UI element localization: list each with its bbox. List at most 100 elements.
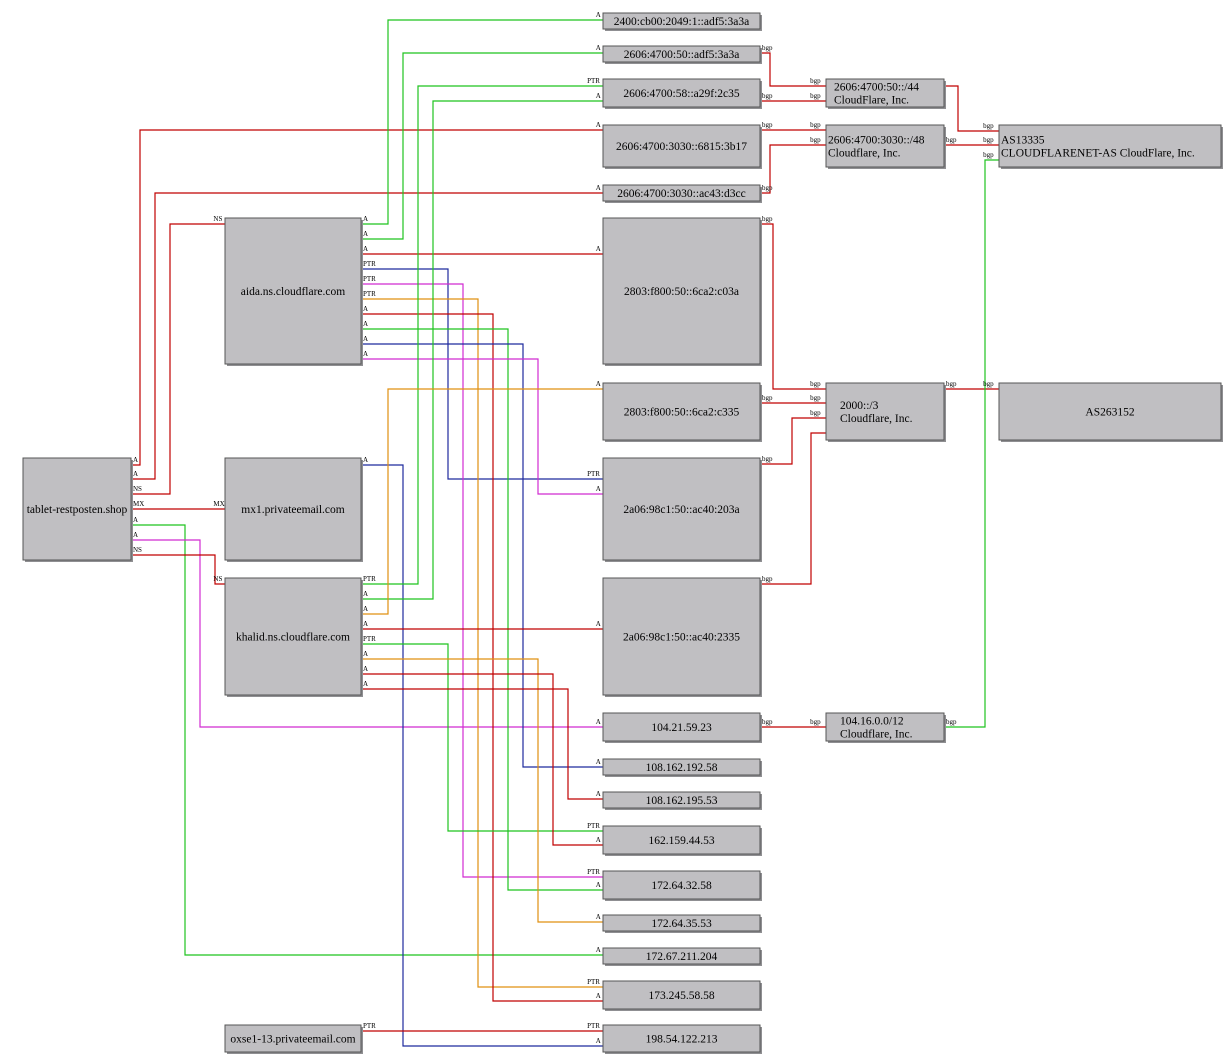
node-ip4-198[interactable]: 198.54.122.213 <box>602 1024 762 1054</box>
edge-label-end-25: A <box>596 790 601 798</box>
edge-label-start-35: bgp <box>762 718 773 726</box>
node-label: 2a06:98c1:50::ac40:2335 <box>623 632 740 644</box>
edge-label-start-8: A <box>363 230 368 238</box>
edge-label-end-27: bgp <box>810 77 821 85</box>
edge-7 <box>361 19 603 225</box>
node-ip6-2606-6815[interactable]: 2606:4700:3030::6815:3b17 <box>602 124 762 169</box>
node-label: 108.162.192.58 <box>646 762 718 774</box>
edge-label-start-4: A <box>133 516 138 524</box>
edge-label-end-37: bgp <box>983 136 994 144</box>
node-label: CLOUDFLARENET-AS CloudFlare, Inc. <box>1001 148 1195 160</box>
edge-label-start-37: bgp <box>946 136 957 144</box>
node-aida[interactable]: aida.ns.cloudflare.com <box>224 217 363 366</box>
node-ip6-2606-a29f[interactable]: 2606:4700:58::a29f:2c35 <box>602 78 762 109</box>
edge-label-end-19: A <box>596 92 601 100</box>
edge-25 <box>361 688 603 800</box>
node-ip4-173[interactable]: 173.245.58.58 <box>602 980 762 1011</box>
edge-label-start-16: A <box>363 350 368 358</box>
edge-label-end-31: bgp <box>810 380 821 388</box>
node-ip4-108-195[interactable]: 108.162.195.53 <box>602 791 762 810</box>
node-ip6-2606-adf5[interactable]: 2606:4700:50::adf5:3a3a <box>602 45 762 64</box>
node-ip4-108-192[interactable]: 108.162.192.58 <box>602 758 762 777</box>
edge-label-end-2: NS <box>213 215 222 223</box>
edge-label-start-3: MX <box>133 500 144 508</box>
node-label: AS263152 <box>1085 407 1134 419</box>
edge-24 <box>361 673 603 846</box>
node-label: Cloudflare, Inc. <box>828 148 901 160</box>
node-label: 2803:f800:50::6ca2:c03a <box>624 286 739 298</box>
edge-label-end-28: bgp <box>810 92 821 100</box>
node-ip6-2400[interactable]: 2400:cb00:2049:1::adf5:3a3a <box>602 12 762 31</box>
edge-34 <box>760 432 826 585</box>
edge-label-start-5: A <box>133 531 138 539</box>
node-ip4-172-35[interactable]: 172.64.35.53 <box>602 914 762 933</box>
node-label: 2606:4700:58::a29f:2c35 <box>623 88 740 100</box>
edge-label-start-11: PTR <box>363 275 376 283</box>
node-mx1[interactable]: mx1.privateemail.com <box>224 457 363 562</box>
node-ip6-2803-c335[interactable]: 2803:f800:50::6ca2:c335 <box>602 382 762 442</box>
edge-label-end-38: bgp <box>983 380 994 388</box>
edge-label-end-12: PTR <box>587 978 600 986</box>
edge-11 <box>361 283 603 878</box>
edge-label-start-25: A <box>363 680 368 688</box>
edge-label-start-27: bgp <box>762 44 773 52</box>
edge-label-end-10: PTR <box>587 470 600 478</box>
edge-23 <box>361 658 603 923</box>
edge-label-start-29: bgp <box>762 121 773 129</box>
edge-label-end-17: A <box>596 1037 601 1045</box>
edge-label-end-35: bgp <box>810 718 821 726</box>
edge-label-start-21: A <box>363 620 368 628</box>
edge-label-start-34: bgp <box>762 575 773 583</box>
edge-label-start-15: A <box>363 335 368 343</box>
edge-label-end-0: A <box>596 121 601 129</box>
node-ip6-2606-ac43[interactable]: 2606:4700:3030::ac43:d3cc <box>602 184 762 203</box>
node-label: 2606:4700:3030::6815:3b17 <box>616 141 747 153</box>
edge-31 <box>760 223 826 390</box>
edge-14 <box>361 328 603 891</box>
edge-6 <box>131 554 225 585</box>
node-label: 104.21.59.23 <box>651 722 712 734</box>
node-ip4-172-32[interactable]: 172.64.32.58 <box>602 870 762 901</box>
edge-label-start-19: A <box>363 590 368 598</box>
node-label: 2000::/3 <box>840 400 879 412</box>
node-label: 172.64.35.53 <box>651 918 712 930</box>
node-label: 108.162.195.53 <box>646 795 718 807</box>
edge-8 <box>361 52 603 240</box>
node-ip6-2a06-203a[interactable]: 2a06:98c1:50::ac40:203a <box>602 457 762 562</box>
node-ip4-172-67[interactable]: 172.67.211.204 <box>602 947 762 966</box>
edge-16 <box>361 358 603 495</box>
edge-17 <box>361 464 603 1047</box>
edge-label-end-9: A <box>596 245 601 253</box>
edge-10 <box>361 268 603 480</box>
edge-label-end-36: bgp <box>983 122 994 130</box>
edge-12 <box>361 298 603 988</box>
node-ip4-162[interactable]: 162.159.44.53 <box>602 825 762 856</box>
edge-2 <box>131 223 225 495</box>
edge-label-end-29: bgp <box>810 121 821 129</box>
edge-label-end-3: MX <box>213 500 224 508</box>
node-label: oxse1-13.privateemail.com <box>230 1034 355 1046</box>
node-tablet[interactable]: tablet-restposten.shop <box>22 457 133 562</box>
node-ip6-2803-c03a[interactable]: 2803:f800:50::6ca2:c03a <box>602 217 762 366</box>
edge-27 <box>760 52 826 87</box>
node-label: 173.245.58.58 <box>648 990 714 1002</box>
edge-label-start-2: NS <box>133 485 142 493</box>
node-as263152[interactable]: AS263152 <box>998 382 1223 442</box>
node-ip4-104[interactable]: 104.21.59.23 <box>602 712 762 743</box>
node-oxse[interactable]: oxse1-13.privateemail.com <box>224 1024 363 1054</box>
edge-label-start-26: PTR <box>363 1022 376 1030</box>
node-ip6-2a06-2335[interactable]: 2a06:98c1:50::ac40:2335 <box>602 577 762 697</box>
node-khalid[interactable]: khalid.ns.cloudflare.com <box>224 577 363 697</box>
node-label: 198.54.122.213 <box>646 1034 718 1046</box>
edge-36 <box>944 85 999 132</box>
edge-39 <box>944 159 999 728</box>
node-label: 172.67.211.204 <box>646 951 718 963</box>
node-label: 172.64.32.58 <box>651 880 712 892</box>
